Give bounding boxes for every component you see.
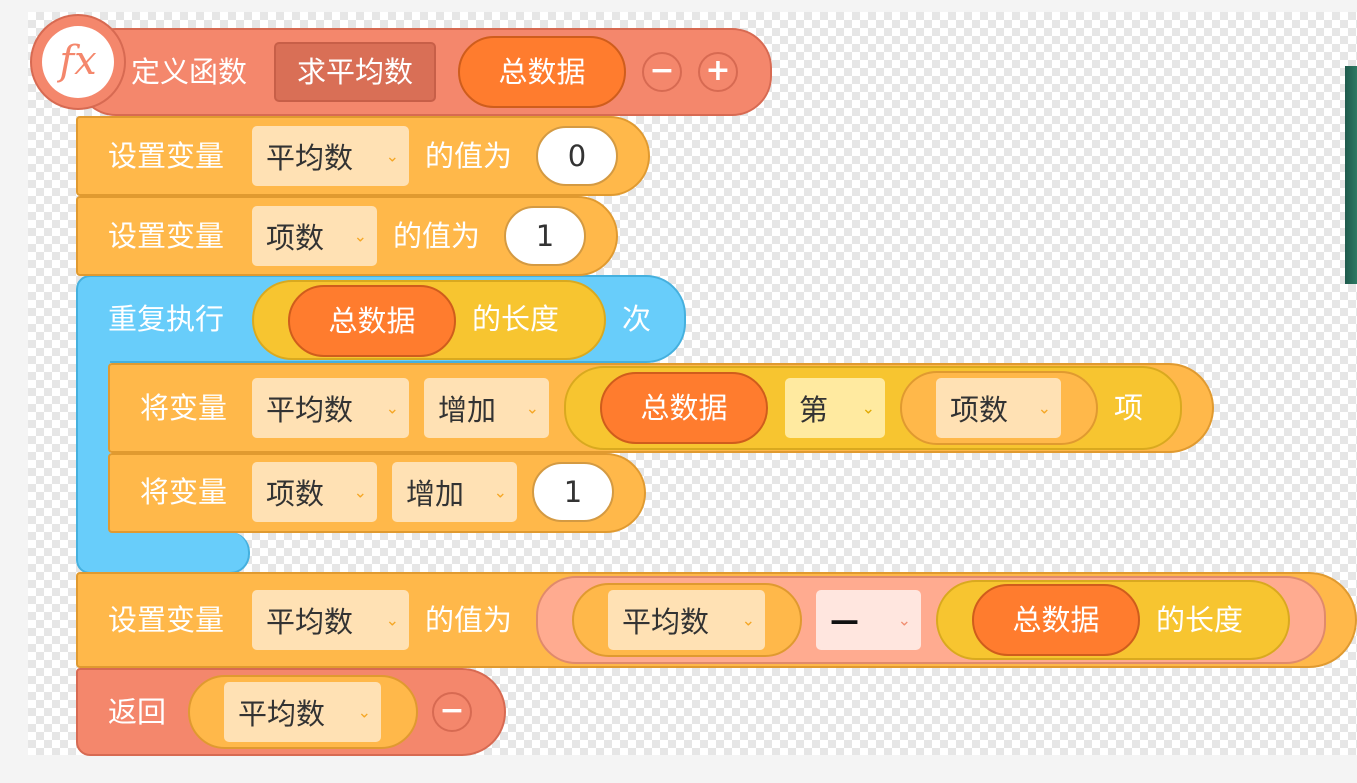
chevron-down-icon: ⌄ <box>353 226 367 246</box>
remove-return-value-button[interactable]: − <box>432 692 472 732</box>
return-keyword: 返回 <box>108 695 167 729</box>
operation-dropdown-label: 增加 <box>406 477 465 511</box>
value-input[interactable]: 1 <box>504 206 586 266</box>
change-variable-keyword: 将变量 <box>140 475 228 509</box>
variable-dropdown[interactable]: 项数 ⌄ <box>936 378 1061 438</box>
remove-param-button[interactable]: − <box>642 52 682 92</box>
index-mode-dropdown[interactable]: 第 ⌄ <box>785 378 885 438</box>
chevron-down-icon: ⌄ <box>385 610 399 630</box>
set-variable-keyword: 设置变量 <box>108 603 225 637</box>
function-name-field[interactable]: 求平均数 <box>274 42 436 102</box>
value-input[interactable]: 0 <box>536 126 618 186</box>
list-reporter[interactable]: 总数据 <box>972 584 1140 656</box>
chevron-down-icon: ⌄ <box>385 398 399 418</box>
chevron-down-icon: ⌄ <box>897 610 911 630</box>
chevron-down-icon: ⌄ <box>357 702 371 722</box>
chevron-down-icon: ⌄ <box>861 398 875 418</box>
chevron-down-icon: ⌄ <box>493 482 507 502</box>
define-keyword: 定义函数 <box>131 55 248 89</box>
length-label: 的长度 <box>1156 603 1244 637</box>
add-param-button[interactable]: + <box>698 52 738 92</box>
variable-dropdown-label: 项数 <box>950 393 1009 427</box>
value-label: 的值为 <box>393 219 481 253</box>
repeat-block-foot <box>76 532 250 574</box>
value-label: 的值为 <box>425 603 513 637</box>
repeat-block-arm <box>76 355 110 545</box>
variable-dropdown[interactable]: 平均数 ⌄ <box>224 682 381 742</box>
chevron-down-icon: ⌄ <box>1037 398 1051 418</box>
value-label: 的值为 <box>425 139 513 173</box>
length-label: 的长度 <box>472 302 560 336</box>
variable-dropdown[interactable]: 平均数 ⌄ <box>252 378 409 438</box>
variable-dropdown-label: 平均数 <box>238 697 326 731</box>
fx-icon: fx <box>42 26 114 98</box>
chevron-down-icon: ⌄ <box>741 610 755 630</box>
chevron-down-icon: ⌄ <box>385 146 399 166</box>
variable-dropdown-label: 项数 <box>266 477 325 511</box>
chevron-down-icon: ⌄ <box>525 398 539 418</box>
variable-dropdown-label: 平均数 <box>266 605 354 639</box>
operator-dropdown-label: — <box>830 603 859 637</box>
value-input[interactable]: 1 <box>532 462 614 522</box>
variable-dropdown-label: 项数 <box>266 221 325 255</box>
list-reporter[interactable]: 总数据 <box>288 285 456 357</box>
list-reporter[interactable]: 总数据 <box>600 372 768 444</box>
operation-dropdown-label: 增加 <box>438 393 497 427</box>
index-mode-label: 第 <box>799 393 829 427</box>
variable-dropdown-label: 平均数 <box>266 141 354 175</box>
operator-dropdown[interactable]: — ⌄ <box>816 590 921 650</box>
stage-preview-edge <box>1345 66 1357 284</box>
chevron-down-icon: ⌄ <box>353 482 367 502</box>
change-variable-keyword: 将变量 <box>140 391 228 425</box>
operation-dropdown[interactable]: 增加 ⌄ <box>424 378 549 438</box>
set-variable-keyword: 设置变量 <box>108 139 225 173</box>
times-label: 次 <box>622 302 652 336</box>
variable-dropdown[interactable]: 项数 ⌄ <box>252 206 377 266</box>
param-reporter[interactable]: 总数据 <box>458 36 626 108</box>
variable-dropdown-label: 平均数 <box>622 605 710 639</box>
set-variable-keyword: 设置变量 <box>108 219 225 253</box>
variable-dropdown[interactable]: 平均数 ⌄ <box>252 126 409 186</box>
repeat-keyword: 重复执行 <box>108 302 225 336</box>
operation-dropdown[interactable]: 增加 ⌄ <box>392 462 517 522</box>
item-label: 项 <box>1114 391 1144 425</box>
variable-dropdown[interactable]: 平均数 ⌄ <box>252 590 409 650</box>
variable-dropdown[interactable]: 平均数 ⌄ <box>608 590 765 650</box>
variable-dropdown-label: 平均数 <box>266 393 354 427</box>
variable-dropdown[interactable]: 项数 ⌄ <box>252 462 377 522</box>
